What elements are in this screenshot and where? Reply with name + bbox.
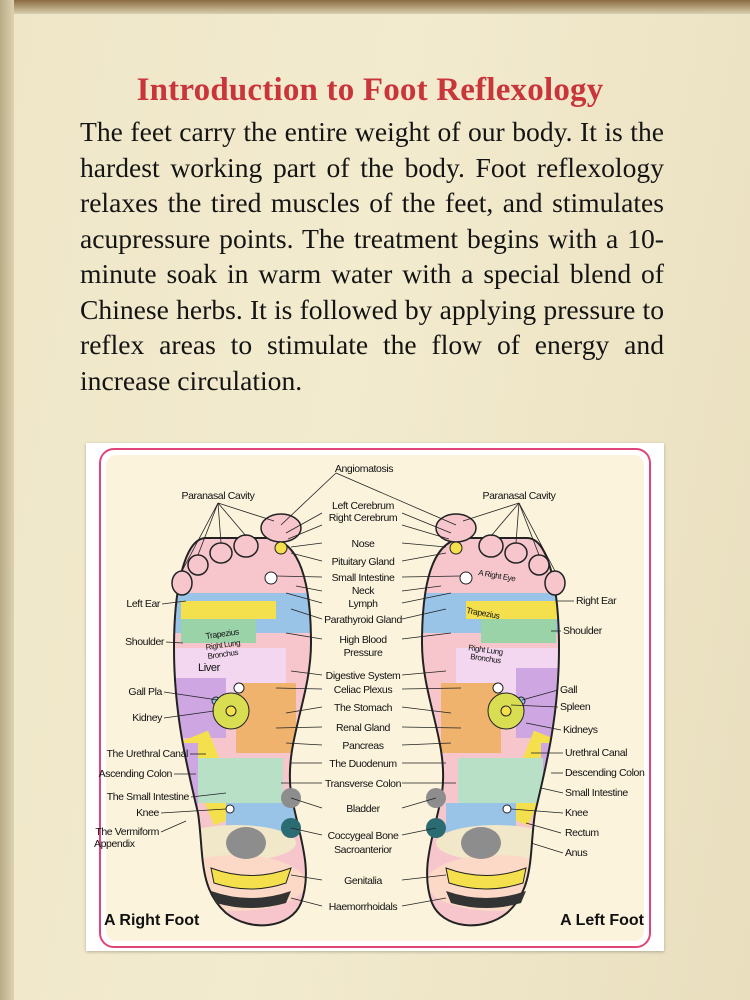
- right-side-labels: Paranasal Cavity Right Ear Shoulder Gall…: [483, 490, 646, 859]
- intro-line: in warm water with a special blend of: [227, 258, 665, 289]
- label-shoulder-left: Shoulder: [125, 636, 165, 648]
- right-foot: Trapezius Right Lung Bronchus Liver: [171, 513, 312, 927]
- label-shoulder-right: Shoulder: [563, 625, 603, 637]
- label-small-intestine-left: The Small Intestine: [107, 791, 190, 803]
- intro-line: The feet carry the entire weight of our …: [80, 116, 581, 147]
- label-transverse: Transverse Colon: [325, 778, 402, 790]
- page-title: Introduction to Foot Reflexology: [136, 72, 604, 108]
- label-pancreas: Pancreas: [342, 740, 383, 752]
- label-rectum: Rectum: [565, 827, 599, 839]
- right-foot-title: A Right Foot: [104, 912, 200, 929]
- label-haemorrhoidals: Haemorrhoidals: [329, 901, 398, 913]
- label-gall: Gall: [560, 684, 577, 696]
- label-coccygeal: Coccygeal Bone: [328, 830, 399, 842]
- label-pressure: Pressure: [344, 647, 383, 659]
- label-parathyroid: Parathyroid Gland: [324, 614, 402, 626]
- label-urethral-right: Urethral Canal: [565, 747, 627, 759]
- photo-page-edge: [0, 0, 14, 1000]
- label-knee-left: Knee: [136, 807, 159, 819]
- right-foot-bronchus: Bronchus: [207, 648, 239, 661]
- label-stomach: The Stomach: [334, 702, 393, 714]
- center-labels: Left Cerebrum Right Cerebrum Nose Pituit…: [324, 500, 403, 913]
- label-kidney: Kidney: [132, 712, 163, 724]
- label-celiac: Celiac Plexus: [334, 684, 393, 696]
- reflexology-chart-card: Trapezius Right Lung Bronchus Liver: [86, 443, 664, 951]
- reflexology-chart: Trapezius Right Lung Bronchus Liver: [94, 448, 651, 948]
- label-vermiform: The Vermiform: [95, 826, 159, 838]
- leader-lines: [160, 472, 574, 907]
- label-right-cerebrum: Right Cerebrum: [329, 512, 398, 524]
- label-sacroanterior: Sacroanterior: [334, 844, 393, 856]
- label-small-intestine-right: Small Intestine: [565, 787, 628, 799]
- label-paranasal-right: Paranasal Cavity: [483, 490, 557, 502]
- intro-line: pressure to reflex areas to stimulate th…: [80, 293, 664, 361]
- label-left-cerebrum: Left Cerebrum: [332, 500, 395, 512]
- label-gall-pla: Gall Pla: [128, 686, 162, 698]
- label-ascending-colon: Ascending Colon: [99, 768, 173, 780]
- label-anus: Anus: [565, 847, 587, 859]
- label-renal: Renal Gland: [336, 722, 391, 734]
- label-appendix: Appendix: [94, 838, 136, 850]
- intro-line: It is the hardest working part of the bo…: [80, 116, 664, 183]
- label-paranasal-left: Paranasal Cavity: [182, 490, 256, 502]
- label-kidneys: Kidneys: [563, 724, 598, 736]
- label-high-blood: High Blood: [339, 634, 387, 646]
- label-neck: Neck: [352, 585, 375, 597]
- label-genitalia: Genitalia: [344, 875, 382, 887]
- intro-line: Foot reflexology relaxes the tired muscl…: [80, 151, 664, 219]
- label-right-ear: Right Ear: [576, 595, 617, 607]
- label-small-intestine: Small Intestine: [332, 572, 395, 584]
- label-urethral-left: The Urethral Canal: [106, 748, 188, 760]
- intro-line: The treatment begins with a 10-minute so…: [80, 222, 664, 290]
- label-nose: Nose: [352, 538, 375, 550]
- right-foot-liver: Liver: [198, 662, 221, 674]
- label-bladder: Bladder: [346, 803, 380, 815]
- label-duodenum: The Duodenum: [329, 758, 397, 770]
- intro-line: of energy and increase circulation.: [80, 329, 665, 396]
- label-pituitary: Pituitary Gland: [332, 556, 395, 568]
- left-foot-bronchus: Bronchus: [470, 652, 502, 665]
- photo-top-edge: [0, 0, 750, 14]
- left-foot-title: A Left Foot: [560, 912, 645, 929]
- label-lymph: Lymph: [348, 598, 378, 610]
- label-knee-right: Knee: [565, 807, 588, 819]
- label-left-ear: Left Ear: [126, 598, 160, 610]
- label-digestive: Digestive System: [326, 670, 401, 682]
- label-angiomatosis: Angiomatosis: [335, 463, 393, 475]
- label-descending-colon: Descending Colon: [565, 767, 645, 779]
- right-foot-trapezius: Trapezius: [205, 626, 240, 641]
- label-spleen: Spleen: [560, 701, 591, 713]
- left-side-labels: Paranasal Cavity Left Ear Shoulder Gall …: [94, 490, 256, 850]
- intro-line: Chinese herbs. It is followed by applyin…: [80, 293, 544, 325]
- intro-line: the feet, and stimulates acupressure poi…: [80, 187, 664, 254]
- intro-paragraph: The feet carry the entire weight of our …: [80, 114, 664, 398]
